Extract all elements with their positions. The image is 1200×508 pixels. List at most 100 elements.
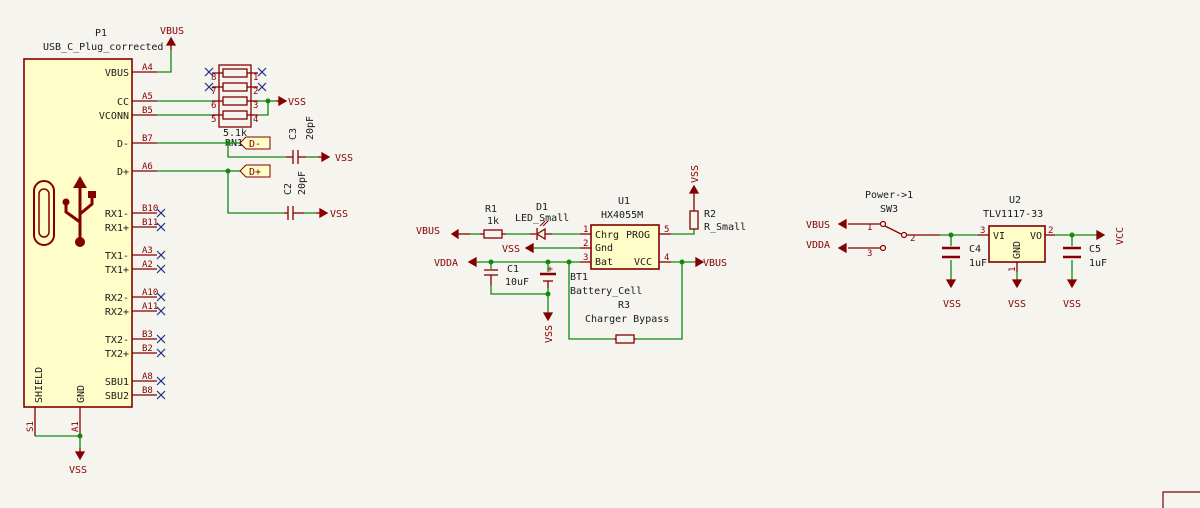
p1-pin-number: A11 [142, 302, 158, 312]
p1-pin-name: D+ [117, 167, 129, 178]
led-d1[interactable]: D1 LED_Small [515, 202, 569, 241]
u1-pin-chrg: Chrg [595, 230, 619, 241]
charger-ic-u1[interactable]: U1 HX4055M Chrg Gnd Bat PROG VCC 1 2 3 5… [580, 196, 671, 270]
u1-gnd-vss: VSS [502, 242, 580, 255]
svg-text:2: 2 [1048, 226, 1053, 236]
u1-pin-vcc: VCC [634, 257, 652, 268]
p1-value: USB_C_Plug_corrected [43, 42, 163, 53]
resistor-r2[interactable]: VSS R2 R_Small [671, 165, 746, 235]
p1-pin-name: CC [117, 97, 129, 108]
svg-text:1: 1 [583, 225, 588, 235]
svg-text:1: 1 [1008, 267, 1018, 272]
regulator-u2[interactable]: U2 TLV1117-33 VI GND VO 3 1 2 [978, 195, 1055, 272]
c5-value: 1uF [1089, 258, 1107, 269]
u1-ref: U1 [618, 196, 630, 207]
no-connect-icon [156, 348, 166, 358]
p1-pin-number: B2 [142, 344, 153, 354]
u2-pin-vo: VO [1030, 231, 1042, 242]
c3-value: 20pF [305, 116, 316, 140]
no-connect-icon [156, 208, 166, 218]
svg-text:D-: D- [249, 139, 261, 150]
bt1-value: Battery_Cell [570, 286, 642, 297]
capacitor-c5[interactable]: C5 1uF [1063, 244, 1107, 269]
svg-text:VSS: VSS [502, 244, 520, 255]
rn1-pin-8: 8 [211, 73, 216, 83]
resistor-network-rn1[interactable]: 8 7 6 5 1 2 3 4 5.1k RN1 [211, 64, 258, 149]
no-connect-icon [156, 222, 166, 232]
u1-value: HX4055M [601, 210, 643, 221]
c2-vss: VSS [304, 207, 348, 220]
rn1-pin-2: 2 [253, 87, 258, 97]
rn1-no-connects [204, 67, 267, 92]
resistor-r3-bypass[interactable]: R3 Charger Bypass [585, 300, 669, 344]
sheet-frame-corner [1162, 491, 1200, 508]
d-plus-label: D+ [239, 164, 271, 178]
data-lines [157, 140, 286, 214]
capacitor-c3[interactable]: C3 20pF [286, 116, 316, 164]
p1-pin-name: D- [117, 139, 129, 150]
p1-pin-number: A5 [142, 92, 153, 102]
svg-text:VBUS: VBUS [806, 220, 830, 231]
resistor-r1[interactable]: R1 1k [480, 204, 506, 239]
regulator-input-net: VSS [940, 232, 978, 310]
p1-ref: P1 [95, 28, 107, 39]
p1-pin-number: B5 [142, 106, 153, 116]
svg-text:4: 4 [664, 253, 669, 263]
sw3-value: Power->1 [865, 190, 913, 201]
p1-pin-name: TX2+ [105, 349, 129, 360]
p1-body [23, 58, 133, 408]
u1-pin-prog: PROG [626, 230, 650, 241]
c3-ref: C3 [288, 128, 299, 140]
bt1-ref: BT1 [570, 272, 588, 283]
svg-text:VDDA: VDDA [434, 258, 458, 269]
c5-ref: C5 [1089, 244, 1101, 255]
p1-vss-label: VSS [69, 465, 87, 476]
p1-pin-name: RX2+ [105, 307, 129, 318]
p1-pin-name: VCONN [99, 111, 129, 122]
p1-pin-name: SBU1 [105, 377, 129, 388]
switch-sw3[interactable]: Power->1 SW3 1 2 3 [848, 190, 940, 259]
p1-pin-number: A10 [142, 288, 158, 298]
p1-pin-number: A8 [142, 372, 153, 382]
d1-value: LED_Small [515, 213, 569, 224]
svg-text:VDDA: VDDA [806, 240, 830, 251]
switch-input-labels: VBUS VDDA [806, 218, 847, 254]
capacitor-c1[interactable]: C1 10uF [484, 264, 529, 288]
battery-bt1[interactable]: + BT1 Battery_Cell [540, 264, 642, 297]
no-connect-icon [156, 250, 166, 260]
r1-ref: R1 [485, 204, 497, 215]
d-minus-label: D- [239, 136, 271, 150]
p1-ground-wiring: VSS [35, 433, 87, 476]
charger-vbus-out: VBUS [568, 256, 727, 340]
cc-vconn-wiring: VSS [157, 95, 306, 116]
p1-pin-number: B8 [142, 386, 153, 396]
p1-gnd-label: GND [76, 385, 87, 403]
no-connect-icon [156, 376, 166, 386]
r2-ref: R2 [704, 209, 716, 220]
svg-text:VSS: VSS [1008, 299, 1026, 310]
svg-text:3: 3 [583, 253, 588, 263]
ground-arrow-icon [74, 451, 86, 461]
p1-pin-name: RX1- [105, 209, 129, 220]
p1-pin-name: RX2- [105, 293, 129, 304]
r1-value: 1k [487, 216, 499, 227]
plus-icon: + [547, 264, 553, 275]
p1-pin-number: A3 [142, 246, 153, 256]
p1-pin-name: TX1- [105, 251, 129, 262]
svg-text:D+: D+ [249, 167, 261, 178]
rn1-pin-5: 5 [211, 115, 216, 125]
p1-pin-number: A2 [142, 260, 153, 270]
p1-pin-a1: A1 [71, 421, 81, 432]
capacitor-c4[interactable]: C4 1uF [942, 244, 987, 269]
capacitor-c2[interactable]: C2 20pF [283, 171, 308, 220]
no-connect-icon [156, 334, 166, 344]
u2-gnd-vss: VSS [1008, 272, 1026, 310]
u1-pin-gnd: Gnd [595, 243, 613, 254]
sw3-pin-2: 2 [910, 234, 915, 244]
rn1-pin-3: 3 [253, 101, 258, 111]
p1-pin-s1: S1 [26, 421, 36, 432]
u2-pin-gnd: GND [1012, 241, 1023, 259]
rn1-value: 5.1k [223, 128, 247, 139]
